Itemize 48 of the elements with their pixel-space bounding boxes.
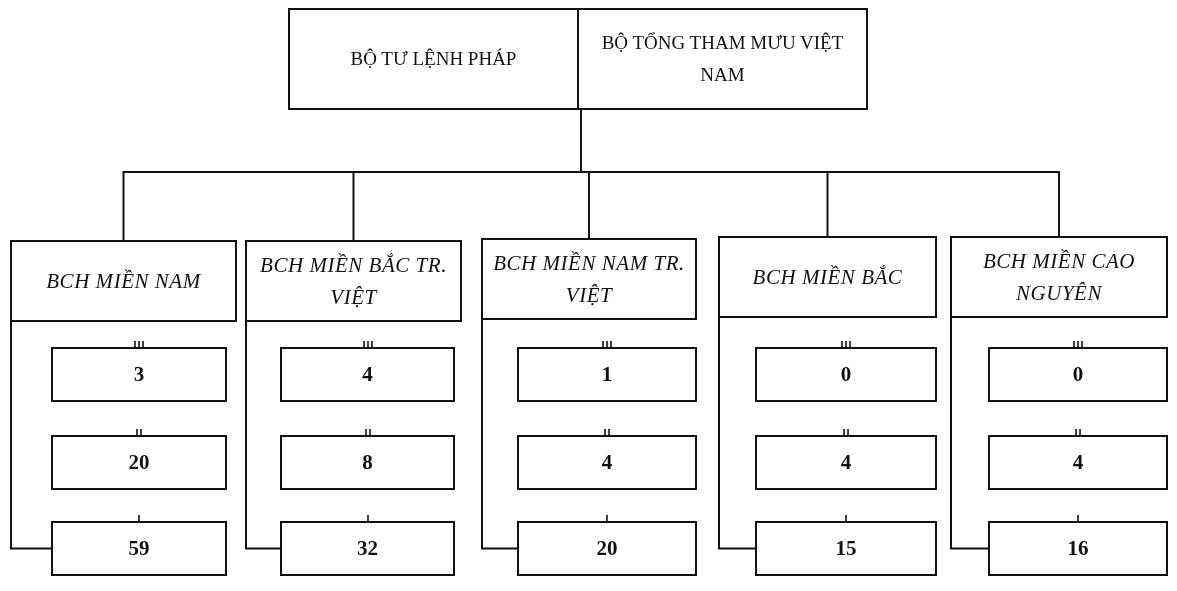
unit-count-box (755, 435, 937, 490)
unit-count: 15 (835, 534, 857, 562)
unit-count: 16 (1067, 534, 1089, 562)
unit-count: 0 (840, 360, 852, 388)
unit-count: 4 (1072, 448, 1084, 476)
connector-line (950, 317, 989, 550)
unit-count: 4 (840, 448, 852, 476)
regional-command-box (245, 240, 462, 322)
unit-count-box (517, 347, 697, 402)
unit-count: 8 (362, 448, 373, 476)
unit-count-box (988, 435, 1168, 490)
unit-count: 3 (133, 360, 145, 388)
unit-count-box (988, 347, 1168, 402)
unit-count: 4 (362, 360, 373, 388)
command-name: BCH MIỀN NAM (46, 268, 201, 295)
command-name: BỘ TƯ LỆNH PHÁP (350, 47, 517, 71)
unit-count: 4 (601, 448, 613, 476)
unit-count: 59 (128, 534, 150, 562)
connector-line (481, 319, 518, 550)
command-name: BỘ TỔNG THAM MƯU VIỆT NAM (600, 31, 845, 87)
unit-count-box (988, 521, 1168, 576)
unit-count: 1 (601, 360, 613, 388)
unit-count-box (51, 347, 227, 402)
unit-count-box (280, 435, 455, 490)
unit-count-box (517, 521, 697, 576)
unit-count-box (755, 347, 937, 402)
connector-line (245, 321, 281, 550)
regional-command-box (718, 236, 937, 318)
regional-command-box (481, 238, 697, 320)
connector-line (718, 317, 756, 550)
regional-command-box (950, 236, 1168, 318)
command-box (288, 8, 868, 110)
command-name: BCH MIỀN BẮC TR. VIỆT (259, 252, 448, 311)
command-name: BCH MIỀN NAM TR. VIỆT (492, 250, 686, 309)
command-name: BCH MIỀN CAO NGUYÊN (981, 248, 1137, 307)
regional-command-box (10, 240, 237, 322)
unit-count-box (51, 435, 227, 490)
unit-count-box (755, 521, 937, 576)
unit-count: 20 (128, 448, 150, 476)
unit-count-box (280, 521, 455, 576)
unit-count: 32 (357, 534, 378, 562)
unit-count-box (517, 435, 697, 490)
unit-count-box (51, 521, 227, 576)
command-name: BCH MIỀN BẮC (752, 264, 903, 291)
unit-count: 20 (596, 534, 618, 562)
unit-count: 0 (1072, 360, 1084, 388)
connector-line (10, 321, 52, 550)
unit-count-box (280, 347, 455, 402)
